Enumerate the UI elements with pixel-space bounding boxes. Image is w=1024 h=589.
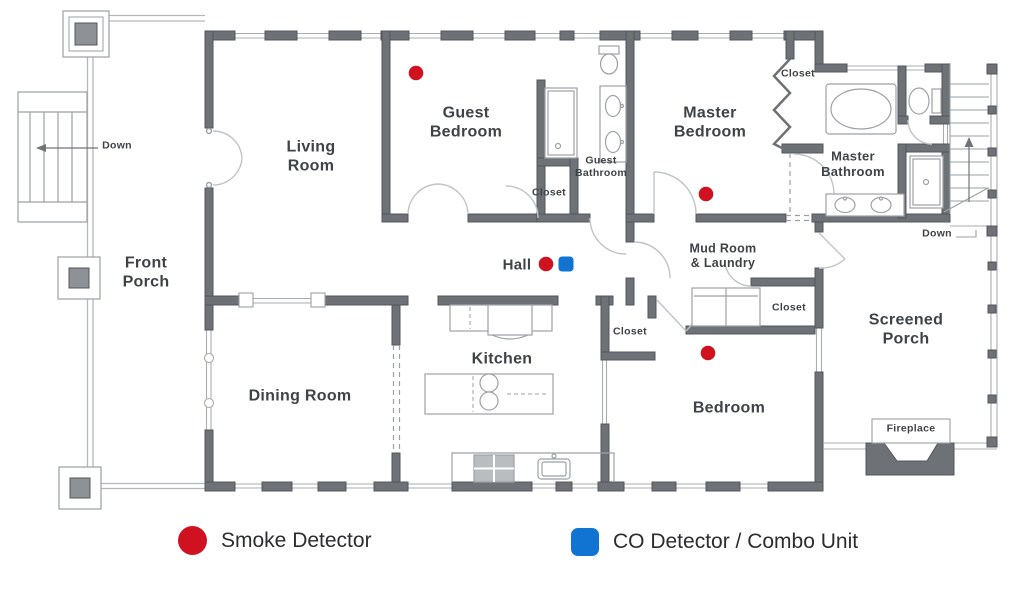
- label-closet-master: Closet: [781, 68, 815, 80]
- fixtures: [424, 45, 944, 483]
- label-down-rear-stairs: Down: [922, 228, 952, 240]
- guest-toilet-tank: [598, 45, 620, 55]
- co-detector-legend-icon: [571, 527, 599, 556]
- label-closet-bedroom: Closet: [613, 326, 647, 338]
- label-down-front-porch: Down: [102, 140, 132, 152]
- detector-markers: [408, 65, 716, 361]
- label-mud-room-laundry: Mud Room& Laundry: [690, 241, 757, 270]
- smoke-detector-guest-bedroom: [408, 65, 424, 81]
- label-fireplace: Fireplace: [887, 423, 936, 435]
- living-dining-opening: [238, 292, 326, 308]
- master-closet-bifold-doors: [771, 58, 792, 152]
- guest-toilet-bowl: [599, 53, 619, 75]
- kitchen-range-hood: [487, 304, 533, 336]
- fireplace-label-box: [871, 418, 951, 444]
- kitchen-dashed-details: [469, 307, 549, 412]
- co-detector-hall: [558, 256, 574, 272]
- legend-smoke-label: Smoke Detector: [221, 529, 372, 552]
- master-toilet-tank: [931, 88, 942, 114]
- master-toilet-bowl: [908, 87, 930, 115]
- screened-porch-structure: [823, 63, 998, 476]
- label-closet-mud-room: Closet: [772, 302, 806, 314]
- label-dining-room: Dining Room: [249, 388, 352, 405]
- down-arrow-left-icon: [36, 144, 98, 152]
- smoke-detector-bedroom: [700, 345, 716, 361]
- label-bedroom: Bedroom: [693, 400, 765, 417]
- legend-item-smoke: Smoke Detector: [178, 526, 372, 555]
- smoke-detector-master-bedroom: [698, 186, 714, 202]
- legend-item-co: CO Detector / Combo Unit: [571, 527, 858, 556]
- front-porch-structure: [86, 14, 205, 490]
- smoke-detector-hall: [538, 256, 554, 272]
- label-closet-guest: Closet: [532, 187, 566, 199]
- cased-openings: [392, 153, 812, 453]
- legend-co-label: CO Detector / Combo Unit: [613, 530, 859, 553]
- rear-stairs: [943, 64, 989, 238]
- porch-columns: [57, 10, 110, 510]
- label-hall: Hall: [503, 256, 532, 273]
- smoke-detector-legend-icon: [178, 526, 207, 555]
- front-porch-stairs: [17, 91, 88, 223]
- up-arrow-icon: [964, 137, 974, 202]
- label-kitchen: Kitchen: [472, 351, 533, 368]
- interior-walls: [204, 30, 951, 483]
